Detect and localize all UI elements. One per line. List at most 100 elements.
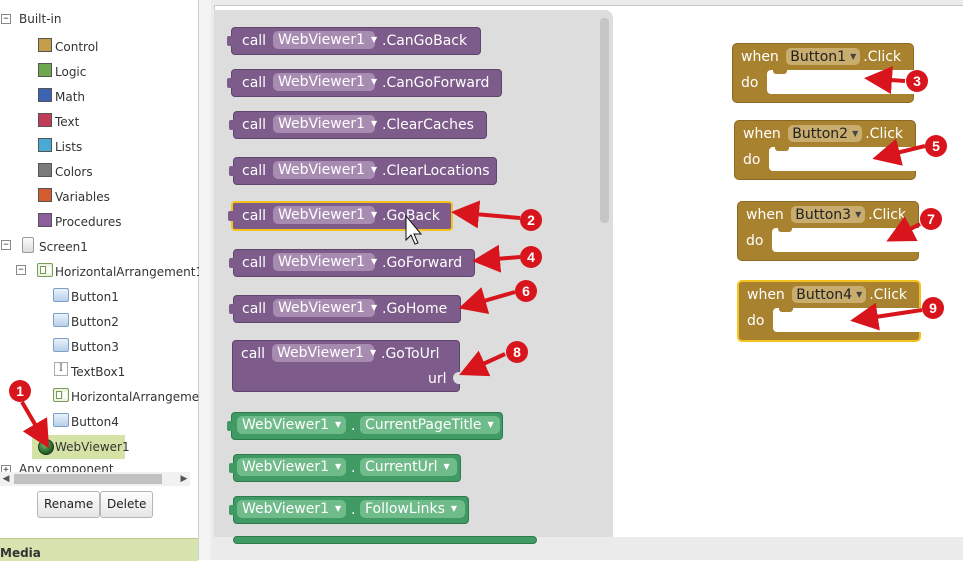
annotation-badge-7: 7 bbox=[920, 208, 942, 230]
component-name: WebViewer1 bbox=[278, 162, 366, 178]
rename-button[interactable]: Rename bbox=[37, 491, 101, 518]
tree-item-button2[interactable]: Button2 bbox=[71, 315, 119, 329]
component-name: WebViewer1 bbox=[278, 116, 366, 132]
tree-item-button4[interactable]: Button4 bbox=[71, 415, 119, 429]
component-dropdown[interactable]: WebViewer1▼ bbox=[237, 458, 346, 476]
block-call-cangoforward[interactable]: call WebViewer1▼ .CanGoForward bbox=[227, 69, 502, 97]
block-get-followlinks[interactable]: WebViewer1▼ . FollowLinks▼ bbox=[229, 496, 469, 524]
method-name: .GoBack bbox=[382, 208, 440, 224]
event-block-button4-click[interactable]: when Button4▼.Click do bbox=[737, 280, 933, 342]
block-call-gohome[interactable]: call WebViewer1▼ .GoHome bbox=[229, 295, 461, 323]
block-call-clearlocations[interactable]: call WebViewer1▼ .ClearLocations bbox=[229, 157, 497, 185]
text-swatch-icon bbox=[38, 113, 52, 127]
tree-item-colors[interactable]: Colors bbox=[55, 165, 93, 179]
block-get-next-partial[interactable] bbox=[233, 536, 537, 544]
tree-item-logic[interactable]: Logic bbox=[55, 65, 87, 79]
component-dropdown[interactable]: WebViewer1▼ bbox=[273, 31, 377, 49]
collapse-builtin-icon[interactable]: − bbox=[1, 14, 11, 24]
tree-item-lists[interactable]: Lists bbox=[55, 140, 83, 154]
dropdown-arrow-icon: ▼ bbox=[371, 165, 378, 174]
block-connector bbox=[229, 304, 235, 314]
annotation-arrow-5 bbox=[872, 138, 926, 166]
component-dropdown[interactable]: WebViewer1 ▼ bbox=[273, 161, 378, 179]
button-name: Button2 bbox=[792, 126, 849, 142]
tree-item-any-component[interactable]: Any component bbox=[19, 462, 114, 472]
tree-item-textbox1[interactable]: TextBox1 bbox=[71, 365, 126, 379]
event-header: when Button4▼.Click bbox=[747, 284, 907, 306]
block-connector bbox=[229, 505, 235, 515]
tree-item-variables[interactable]: Variables bbox=[55, 190, 110, 204]
block-get-currenturl[interactable]: WebViewer1▼ . CurrentUrl▼ bbox=[229, 454, 461, 482]
dropdown-arrow-icon: ▼ bbox=[487, 420, 494, 429]
component-dropdown[interactable]: WebViewer1▼ bbox=[273, 299, 377, 317]
block-connector bbox=[229, 463, 235, 473]
drawer-scrollbar[interactable] bbox=[600, 18, 609, 223]
button-dropdown[interactable]: Button4▼ bbox=[792, 286, 867, 303]
screen-icon bbox=[22, 237, 34, 253]
tree-item-horizontalarrangement2[interactable]: HorizontalArrangemen bbox=[71, 390, 207, 404]
annotation-badge-8: 8 bbox=[506, 341, 528, 363]
property-dropdown[interactable]: CurrentUrl▼ bbox=[360, 458, 457, 476]
collapse-arrangement-icon[interactable]: − bbox=[16, 265, 26, 275]
block-get-currentpagetitle[interactable]: WebViewer1▼ . CurrentPageTitle▼ bbox=[227, 412, 503, 440]
control-swatch-icon bbox=[38, 38, 52, 52]
tree-item-webviewer1[interactable]: WebViewer1 bbox=[55, 440, 130, 454]
component-dropdown[interactable]: WebViewer1▼ bbox=[237, 500, 346, 518]
component-dropdown[interactable]: WebViewer1▼ bbox=[273, 73, 378, 91]
component-dropdown[interactable]: WebViewer1▼ bbox=[273, 115, 377, 133]
annotation-arrow-7 bbox=[886, 216, 921, 242]
component-dropdown[interactable]: WebViewer1▼ bbox=[273, 206, 378, 224]
component-dropdown[interactable]: WebViewer1▼ bbox=[273, 253, 377, 271]
button-dropdown[interactable]: Button1▼ bbox=[786, 48, 861, 65]
block-call-cangoback[interactable]: call WebViewer1▼ .CanGoBack bbox=[227, 27, 481, 55]
tree-item-builtin[interactable]: Built-in bbox=[19, 12, 62, 26]
event-header: when Button2▼.Click bbox=[743, 123, 903, 145]
tree-item-math[interactable]: Math bbox=[55, 90, 86, 104]
lists-swatch-icon bbox=[38, 138, 52, 152]
tree-item-screen1[interactable]: Screen1 bbox=[39, 240, 88, 254]
dropdown-arrow-icon: ▼ bbox=[371, 77, 378, 86]
dropdown-arrow-icon: ▼ bbox=[371, 210, 378, 219]
horizontal-arrangement-icon bbox=[37, 263, 53, 277]
button-dropdown[interactable]: Button3▼ bbox=[791, 206, 866, 223]
button-icon bbox=[53, 288, 69, 302]
when-keyword: when bbox=[741, 49, 779, 65]
component-dropdown[interactable]: WebViewer1▼ bbox=[272, 344, 376, 362]
tree-item-text[interactable]: Text bbox=[55, 115, 80, 129]
block-call-goforward[interactable]: call WebViewer1▼ .GoForward bbox=[229, 249, 475, 277]
annotation-arrow-8 bbox=[459, 350, 506, 377]
event-name: .Click bbox=[863, 49, 902, 65]
property-name: CurrentPageTitle bbox=[365, 417, 482, 433]
tree-horizontal-scrollbar[interactable]: ◀ ▶ bbox=[0, 472, 190, 486]
dropdown-arrow-icon: ▼ bbox=[443, 462, 450, 471]
component-name: WebViewer1 bbox=[242, 501, 330, 517]
event-header: when Button1▼.Click bbox=[741, 46, 901, 68]
url-parameter-label: url bbox=[428, 371, 447, 387]
block-call-goback[interactable]: call WebViewer1▼ .GoBack bbox=[228, 201, 453, 231]
block-connector bbox=[227, 78, 233, 88]
annotation-badge-2: 2 bbox=[520, 209, 542, 231]
scroll-right-icon[interactable]: ▶ bbox=[180, 474, 188, 484]
button-icon bbox=[53, 413, 69, 427]
media-panel-header[interactable]: Media bbox=[0, 538, 198, 561]
delete-button[interactable]: Delete bbox=[100, 491, 154, 518]
block-call-gotourl[interactable]: call WebViewer1▼ .GoToUrl url bbox=[232, 340, 461, 392]
tree-item-horizontalarrangement1[interactable]: HorizontalArrangement1 bbox=[55, 265, 204, 279]
annotation-badge-6: 6 bbox=[515, 280, 537, 302]
do-keyword: do bbox=[747, 313, 765, 329]
tree-item-control[interactable]: Control bbox=[55, 40, 99, 54]
scrollbar-thumb[interactable] bbox=[14, 474, 162, 484]
scroll-left-icon[interactable]: ◀ bbox=[2, 474, 10, 484]
property-dropdown[interactable]: CurrentPageTitle ▼ bbox=[360, 416, 500, 434]
collapse-screen-icon[interactable]: − bbox=[1, 240, 11, 250]
tree-item-button1[interactable]: Button1 bbox=[71, 290, 119, 304]
block-connector bbox=[228, 211, 234, 221]
tree-item-procedures[interactable]: Procedures bbox=[55, 215, 122, 229]
component-dropdown[interactable]: WebViewer1▼ bbox=[237, 416, 346, 434]
block-call-clearcaches[interactable]: call WebViewer1▼ .ClearCaches bbox=[229, 111, 487, 139]
button-dropdown[interactable]: Button2▼ bbox=[788, 125, 863, 142]
property-dropdown[interactable]: FollowLinks▼ bbox=[360, 500, 465, 518]
url-input-socket[interactable] bbox=[453, 372, 461, 384]
tree-item-button3[interactable]: Button3 bbox=[71, 340, 119, 354]
